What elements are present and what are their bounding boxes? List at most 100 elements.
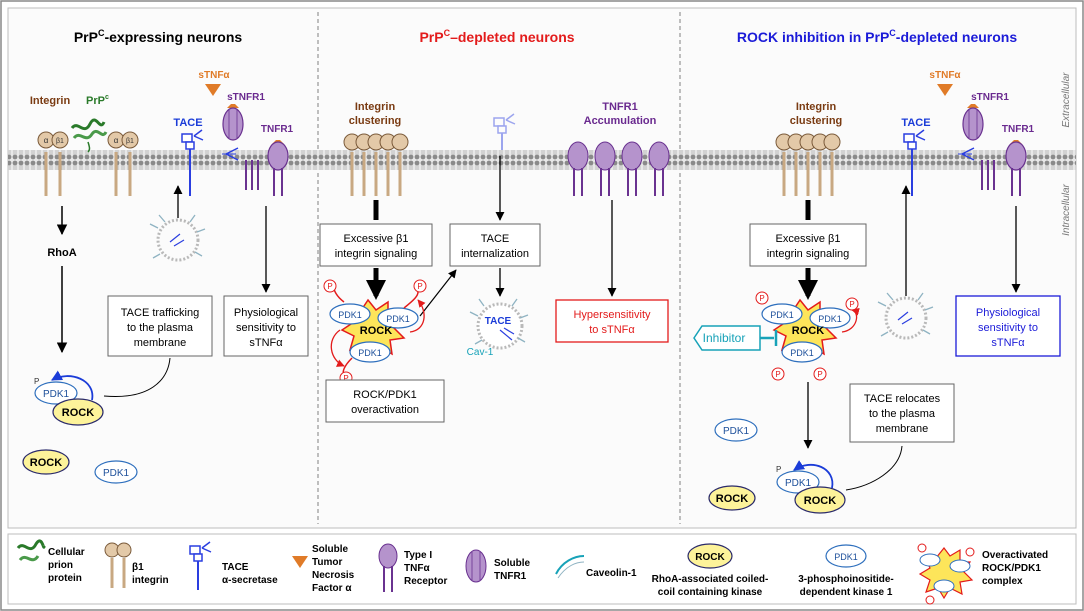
svg-text:P: P — [327, 282, 332, 291]
p3-box-excessive: Excessive β1 integrin signaling — [749, 223, 867, 267]
panel3: Integrin clustering sTNFα TACE sTNFR1 — [693, 70, 1061, 514]
panel1-title: PrPC-expressing neurons — [74, 28, 243, 45]
p1-integrin-label: Integrin — [30, 95, 71, 107]
svg-text:sTNFα: sTNFα — [991, 337, 1025, 349]
svg-text:membrane: membrane — [134, 337, 187, 349]
legend-tnfr1-icon — [378, 543, 398, 592]
svg-text:to the plasma: to the plasma — [869, 408, 936, 420]
p2-integrin-cluster — [343, 133, 409, 196]
legend-integrin-icon — [104, 542, 132, 588]
p3-tnfr1-label: TNFR1 — [1002, 124, 1035, 135]
legend-caveolin-label: Caveolin-1 — [586, 568, 637, 579]
p2-tnfr1-label: TNFR1 — [602, 101, 637, 113]
p2-arrow-rock-internal — [419, 269, 457, 317]
p1-tnfr1-icon — [267, 140, 289, 196]
p1-integrin-1: α β1 — [37, 131, 69, 196]
panel2: Integrin clustering TNFR1 Accumulation — [319, 101, 670, 423]
p2-box-excessive: Excessive β1 integrin signaling — [319, 223, 433, 267]
legend-stnfr1-icon — [465, 549, 487, 583]
svg-text:sTNFα: sTNFα — [249, 337, 283, 349]
p2-cav1-label: Cav-1 — [467, 347, 494, 358]
svg-text:ROCK: ROCK — [716, 493, 748, 505]
legend-stnf-icon — [292, 556, 308, 568]
svg-text:α: α — [114, 136, 119, 145]
svg-text:sensitivity to: sensitivity to — [978, 322, 1038, 334]
p3-box-sensitivity: Physiological sensitivity to sTNFα — [955, 295, 1061, 357]
p1-rhoa-label: RhoA — [47, 247, 76, 259]
p1-vesicle — [149, 214, 206, 262]
legend-frame — [7, 533, 1077, 605]
p3-vesicle — [877, 292, 934, 340]
svg-text:sensitivity to: sensitivity to — [236, 322, 296, 334]
legend-stnf-label-4: Factor α — [312, 583, 352, 594]
svg-text:Physiological: Physiological — [976, 307, 1040, 319]
p2-tnfr1-cluster — [567, 141, 670, 196]
svg-text:P: P — [417, 282, 422, 291]
svg-text:PDK1: PDK1 — [785, 478, 812, 489]
legend-prion-label-3: protein — [48, 573, 82, 584]
svg-text:Excessive β1: Excessive β1 — [775, 233, 840, 245]
svg-text:integrin signaling: integrin signaling — [767, 248, 850, 260]
p1-stnfr1-icon — [222, 104, 244, 141]
legend-complex-label-1: Overactivated — [982, 550, 1048, 561]
svg-text:P: P — [34, 377, 39, 386]
p3-integrin-clustering-1: Integrin — [796, 101, 837, 113]
p2-tace-vesicle: TACE Cav-1 — [467, 298, 529, 358]
p1-integrin-2: α β1 — [107, 131, 139, 196]
legend-complex-label-3: complex — [982, 576, 1023, 587]
p2-box-overactivation: ROCK/PDK1 overactivation — [325, 379, 445, 423]
p3-stnf-label: sTNFα — [929, 70, 961, 81]
svg-text:TACE: TACE — [481, 233, 510, 245]
legend-integrin-label-2: integrin — [132, 575, 169, 586]
extracellular-label: Extracellular — [1061, 72, 1072, 128]
svg-text:PDK1: PDK1 — [358, 348, 382, 358]
svg-text:PDK1: PDK1 — [386, 314, 410, 324]
legend-prion-label-2: prion — [48, 560, 73, 571]
p3-integrin-cluster — [775, 133, 841, 196]
legend-tnfr1-label-3: Receptor — [404, 576, 447, 587]
p3-box-relocates: TACE relocates to the plasma membrane — [849, 383, 955, 443]
panel2-title: PrPC–depleted neurons — [419, 28, 574, 45]
panel1: Integrin PrPc α β1 α β1 TACE — [22, 70, 309, 484]
svg-text:Inhibitor: Inhibitor — [703, 331, 746, 345]
svg-text:TACE: TACE — [485, 316, 512, 327]
p2-box-hypersensitivity: Hypersensitivity to sTNFα — [555, 299, 669, 343]
legend-tace-label-1: TACE — [222, 562, 249, 573]
svg-text:Hypersensitivity: Hypersensitivity — [573, 309, 651, 321]
svg-text:ROCK: ROCK — [360, 325, 392, 337]
p3-tnfr1-icon — [1005, 140, 1027, 196]
svg-text:ROCK/PDK1: ROCK/PDK1 — [353, 389, 417, 401]
legend-stnf-label-2: Tumor — [312, 557, 342, 568]
p1-prion-protein — [70, 118, 108, 153]
svg-text:P: P — [775, 370, 780, 379]
p1-free-rock: ROCK — [22, 449, 70, 475]
svg-text:PDK1: PDK1 — [103, 468, 130, 479]
p2-accumulation-label: Accumulation — [584, 115, 657, 127]
p3-inhibited-complex: PDK1 PDK1 PDK1 ROCK P P P P — [755, 291, 860, 381]
legend-rock-desc-1: RhoA-associated coiled- — [652, 574, 769, 585]
legend-tnfr1-label-2: TNFα — [404, 563, 430, 574]
p3-tace-label: TACE — [901, 117, 930, 129]
svg-text:P: P — [849, 300, 854, 309]
p3-stnfr1-label: sTNFR1 — [971, 92, 1009, 103]
p1-tace-icon — [181, 129, 204, 196]
p3-tace-icon — [903, 129, 926, 196]
svg-text:ROCK: ROCK — [804, 495, 836, 507]
p3-cleaved-tnfr-stubs — [958, 147, 995, 190]
p3-free-rock: ROCK — [708, 485, 756, 511]
p1-stnf-icon — [205, 84, 221, 96]
svg-text:P: P — [817, 370, 822, 379]
legend-tnfr1-label-1: Type I — [404, 550, 432, 561]
legend-prion-icon — [16, 539, 46, 562]
p1-free-pdk1: PDK1 — [94, 460, 138, 484]
svg-text:PDK1: PDK1 — [43, 389, 70, 400]
p1-prp-label: PrPc — [86, 94, 109, 107]
svg-text:P: P — [343, 374, 348, 383]
legend-complex-icon — [917, 543, 975, 605]
legend-pdk1-desc-1: 3-phosphoinositide- — [798, 574, 894, 585]
legend-tace-icon — [189, 541, 212, 590]
p2-overactivated-complex: PDK1 PDK1 PDK1 ROCK P P P — [323, 279, 427, 385]
p1-tace-label: TACE — [173, 117, 202, 129]
svg-text:PDK1: PDK1 — [834, 552, 858, 562]
legend-stnf-label-3: Necrosis — [312, 570, 355, 581]
